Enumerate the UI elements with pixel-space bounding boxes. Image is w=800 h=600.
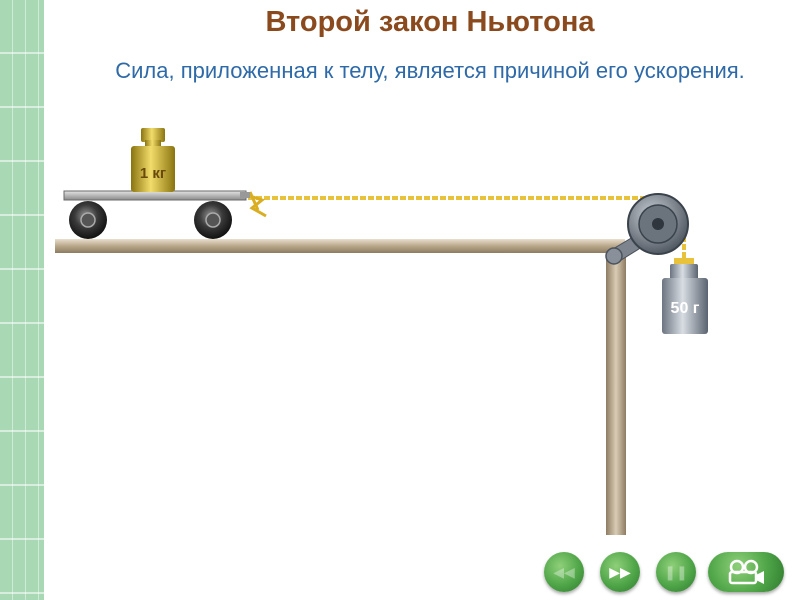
video-camera-button[interactable] [708,552,784,592]
sidebar-decoration [0,0,44,600]
cart-weight-label: 1 кг [140,165,166,182]
pulley-clamp [605,247,623,265]
rewind-icon: ◀◀ [553,563,575,580]
hanging-weight [662,258,708,334]
cart-platform [63,190,247,201]
pause-icon: ❚❚ [664,563,688,580]
cart-hook [240,192,250,198]
hanging-weight-label: 50 г [671,300,700,317]
cart-wheel-right [194,201,232,239]
page-title: Второй закон Ньютона [265,6,595,38]
rewind-button[interactable]: ◀◀ [544,552,584,592]
table-leg [606,251,626,535]
page-subtitle: Сила, приложенная к телу, является причи… [115,58,745,83]
cart-wheel-left [69,201,107,239]
fast-forward-icon: ▶▶ [609,563,631,580]
cart-weight [131,128,175,192]
table-top [55,239,625,253]
playback-controls: ◀◀ ▶▶ ❚❚ [542,552,792,594]
pause-button[interactable]: ❚❚ [656,552,696,592]
video-camera-icon [728,559,764,585]
pulley [627,193,689,255]
rope-knot [243,191,267,218]
fast-forward-button[interactable]: ▶▶ [600,552,640,592]
